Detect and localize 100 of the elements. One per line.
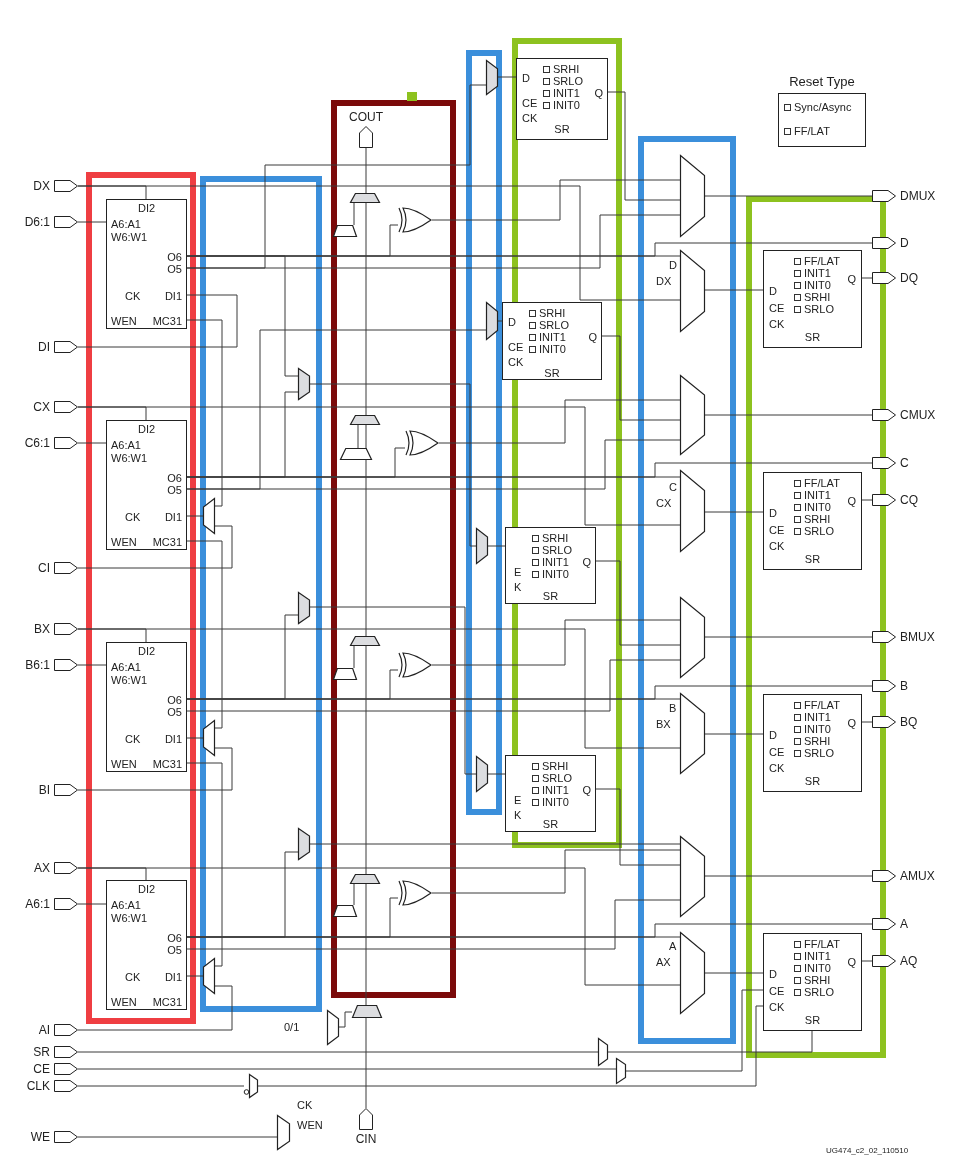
port-label: A6:1: [25, 898, 50, 910]
option-label: SRLO: [804, 303, 834, 315]
pin-label: SR: [803, 553, 822, 565]
signal-label: A: [669, 940, 677, 952]
option-label: INIT0: [542, 568, 569, 580]
option-label: SRLO: [539, 319, 569, 331]
option-label: SRHI: [553, 63, 580, 75]
wire: [704, 636, 873, 638]
option-label: SRLO: [542, 544, 572, 556]
wire: [77, 185, 681, 301]
pin-label: SR: [543, 367, 561, 379]
pin-label: CK: [522, 112, 538, 124]
flip-flop-block: [763, 472, 862, 570]
flip-flop-block: [763, 933, 862, 1031]
pin-label: O6: [167, 472, 182, 484]
option-label: SRLO: [553, 75, 583, 87]
wire: [309, 843, 681, 845]
pin-label: O5: [167, 944, 182, 956]
wire: [431, 619, 681, 666]
wire: [704, 414, 873, 416]
wire: [186, 329, 487, 490]
option-label: FF/LAT: [804, 255, 840, 267]
port-label: AX: [34, 862, 50, 874]
pin-label: Q: [594, 87, 603, 99]
option-label: SRLO: [804, 986, 834, 998]
wire: [704, 972, 764, 974]
wire: [77, 442, 107, 444]
pin-label: CE: [769, 746, 785, 758]
wire: [365, 1017, 367, 1109]
port-label: CX: [33, 401, 50, 413]
pin-label: MC31: [152, 536, 182, 548]
port-label: B: [900, 680, 908, 692]
pin-label: O6: [167, 932, 182, 944]
wire: [497, 320, 503, 322]
signal-label: D: [669, 259, 677, 271]
pin-label: CK: [125, 733, 141, 745]
pin-label: D: [508, 316, 516, 328]
wire: [77, 747, 233, 791]
wire: [365, 883, 367, 1006]
wire: [357, 424, 359, 449]
wire: [186, 851, 299, 938]
port-label: D6:1: [24, 216, 50, 228]
wire: [595, 560, 681, 646]
pin-label: W6:W1: [111, 452, 148, 464]
wire: [77, 221, 107, 223]
flip-flop-block: [763, 250, 862, 348]
option-label: SRHI: [804, 735, 831, 747]
wire: [77, 294, 238, 348]
pin-label: E: [514, 566, 522, 578]
port-label: BMUX: [900, 631, 935, 643]
pin-label: DI1: [164, 290, 182, 302]
wire: [186, 255, 299, 377]
wire: [704, 195, 873, 197]
wire: [77, 525, 233, 569]
wire: [186, 762, 223, 967]
wire: [595, 788, 681, 866]
pin-label: MC31: [152, 315, 182, 327]
wire: [353, 202, 355, 226]
flip-flop-block: [763, 694, 862, 792]
port-label: CMUX: [900, 409, 936, 421]
port-label: C: [900, 457, 909, 469]
pin-label: CK: [508, 356, 524, 368]
wire: [431, 849, 681, 894]
option-label: INIT1: [804, 267, 831, 279]
pin-label: DI2: [136, 202, 157, 214]
port-label: SR: [33, 1046, 50, 1058]
pin-label: O6: [167, 251, 182, 263]
wire: [704, 511, 764, 513]
pin-label: CK: [769, 1001, 785, 1013]
pin-label: D: [769, 729, 777, 741]
wire: [186, 614, 299, 700]
pin-label: DI1: [164, 733, 182, 745]
option-label: INIT0: [804, 501, 831, 513]
option-label: INIT1: [542, 556, 569, 568]
wire: [186, 84, 487, 269]
pin-label: DI2: [136, 883, 157, 895]
option-label: INIT0: [804, 962, 831, 974]
port-label: CI: [38, 562, 50, 574]
option-label: INIT0: [539, 343, 566, 355]
pin-label: D: [522, 72, 530, 84]
port-label: DMUX: [900, 190, 936, 202]
port-label: CLK: [26, 1080, 50, 1092]
port-label: CQ: [900, 494, 918, 506]
lut-block: [106, 199, 187, 329]
pin-label: D: [769, 507, 777, 519]
wire: [487, 773, 506, 775]
wire: [353, 645, 355, 669]
wire: [77, 985, 233, 1031]
wire: [309, 383, 477, 547]
port-label: AQ: [900, 955, 918, 967]
option-label: INIT0: [553, 99, 580, 111]
signal-label: 0/1: [284, 1021, 300, 1033]
pin-label: Q: [847, 956, 856, 968]
port-label: C6:1: [24, 437, 50, 449]
option-label: INIT1: [804, 950, 831, 962]
wire: [186, 737, 204, 739]
port-label: AMUX: [900, 870, 935, 882]
option-label: SRHI: [804, 291, 831, 303]
signal-label: C: [669, 481, 677, 493]
wire: [257, 1005, 764, 1087]
